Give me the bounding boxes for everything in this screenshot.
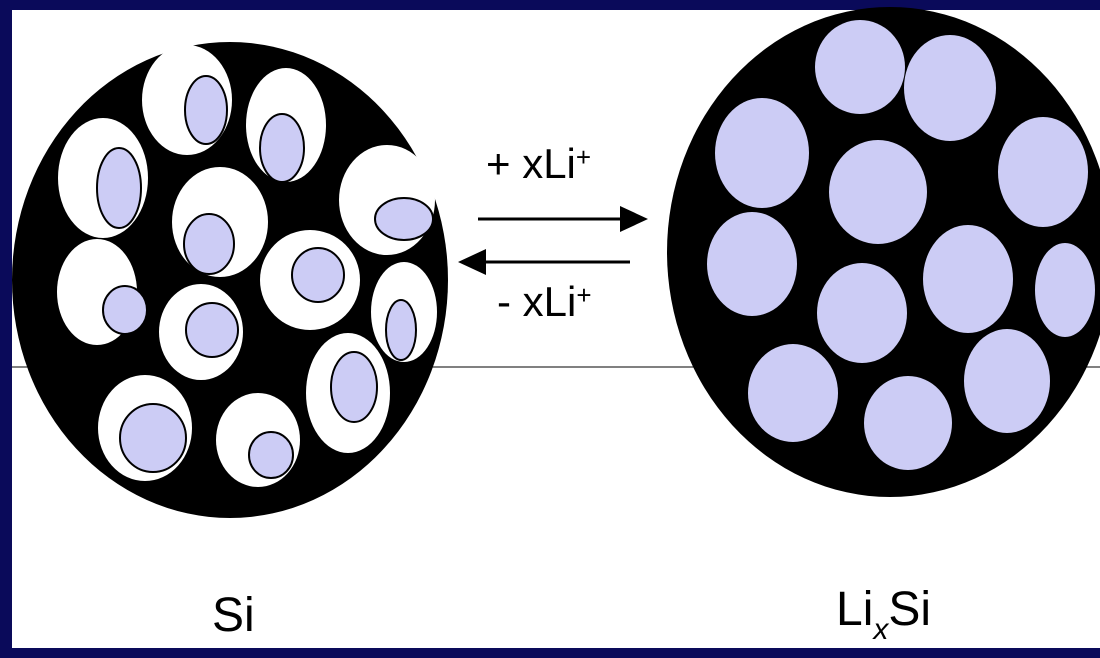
core	[291, 247, 345, 303]
lithiation-text: + xLi	[486, 140, 576, 187]
lisi-label-subscript: x	[873, 613, 889, 646]
lisi-label: LixSi	[836, 582, 932, 646]
lithiation-charge: +	[575, 142, 592, 172]
core	[374, 197, 434, 241]
core	[183, 213, 235, 275]
lisi-particle	[667, 7, 1100, 497]
si-particle	[12, 42, 448, 518]
lithiated-domain	[964, 329, 1050, 433]
frame-left	[0, 0, 12, 658]
lithiated-domain	[864, 376, 952, 470]
lithiated-domain	[817, 263, 907, 363]
core	[96, 147, 142, 229]
lisi-label-main: Li	[836, 583, 874, 636]
core	[385, 299, 417, 361]
void	[339, 145, 435, 255]
right-arrow	[478, 206, 648, 232]
core	[102, 285, 148, 335]
core	[185, 302, 239, 358]
si-cores	[96, 75, 434, 479]
core	[119, 403, 187, 473]
lisi-expanded-domains	[707, 20, 1095, 470]
core	[330, 351, 378, 423]
delithiation-charge: +	[576, 280, 592, 310]
frame-top	[0, 0, 1100, 10]
lithiated-domain	[829, 140, 927, 244]
delithiation-text: - xLi	[497, 278, 577, 325]
core	[184, 75, 228, 145]
left-arrow	[458, 249, 630, 275]
lithiated-domain	[815, 20, 905, 114]
lithiated-domain	[904, 35, 996, 141]
core	[259, 113, 305, 183]
lithiated-domain	[923, 225, 1013, 333]
lithiated-domain	[1035, 243, 1095, 337]
si-label: Si	[212, 589, 255, 642]
core	[248, 431, 294, 479]
lithiation-label: + xLi+	[486, 140, 591, 188]
lisi-label-tail: Si	[888, 583, 932, 636]
lithiated-domain	[707, 212, 797, 316]
delithiation-label: - xLi+	[497, 278, 592, 326]
lithiated-domain	[748, 344, 838, 442]
frame-bottom	[0, 648, 1100, 658]
lithiated-domain	[998, 117, 1088, 227]
lithiated-domain	[715, 98, 809, 208]
